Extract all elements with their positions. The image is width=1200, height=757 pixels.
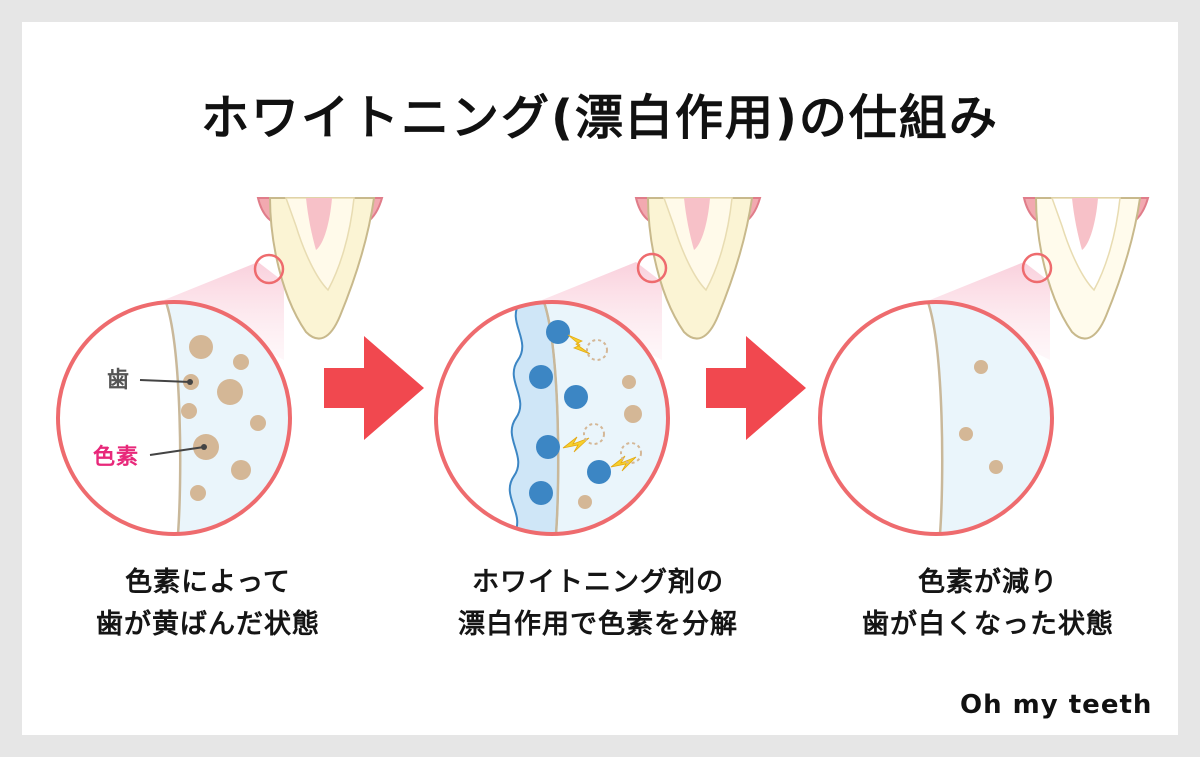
caption-line: ホワイトニング剤の xyxy=(472,567,724,598)
brand-logo: Oh my teeth xyxy=(960,690,1153,720)
caption-line: 色素によって xyxy=(125,567,291,598)
caption-line: 漂白作用で色素を分解 xyxy=(458,609,738,640)
enamel-surface-line xyxy=(926,302,944,534)
enamel-surface-line xyxy=(164,302,182,534)
lightning-icon xyxy=(562,334,637,472)
caption-line: 歯が黄ばんだ状態 xyxy=(96,609,320,640)
stage-2-illustration xyxy=(434,197,762,536)
agent-particles xyxy=(529,320,611,505)
tooth-icon xyxy=(634,197,762,340)
tooth-label: 歯 xyxy=(107,368,131,393)
stage-2-caption: ホワイトニング剤の 漂白作用で色素を分解 xyxy=(418,562,778,646)
magnified-view-ring xyxy=(818,300,1054,536)
zoom-circle-icon xyxy=(1021,252,1053,284)
zoom-circle-icon xyxy=(636,252,668,284)
caption-line: 歯が白くなった状態 xyxy=(862,609,1114,640)
caption-line: 色素が減り xyxy=(918,567,1058,598)
zoom-circle-icon xyxy=(253,253,285,285)
label-pointers xyxy=(139,379,205,456)
magnified-view-ring xyxy=(56,300,292,536)
pigment-particles xyxy=(959,360,1003,474)
tooth-icon xyxy=(256,197,384,340)
enamel-area xyxy=(166,302,290,534)
stage-3-illustration xyxy=(818,197,1150,536)
enamel-area xyxy=(928,302,1052,534)
magnified-view-ring xyxy=(434,300,670,536)
stage-3-caption: 色素が減り 歯が白くなった状態 xyxy=(808,562,1168,646)
stage-1-caption: 色素によって 歯が黄ばんだ状態 xyxy=(28,562,388,646)
decomposed-pigment xyxy=(583,339,642,464)
arrow-right-icon xyxy=(324,336,424,440)
stage-1-illustration xyxy=(56,197,384,536)
enamel-area xyxy=(544,302,668,534)
pigment-label: 色素 xyxy=(93,445,140,470)
page-title: ホワイトニング(漂白作用)の仕組み xyxy=(201,90,999,146)
pigment-particles xyxy=(578,375,642,509)
arrow-right-icon xyxy=(706,336,806,440)
enamel-surface-line xyxy=(542,302,560,534)
tooth-icon xyxy=(1022,197,1150,340)
pigment-particles xyxy=(181,335,266,501)
